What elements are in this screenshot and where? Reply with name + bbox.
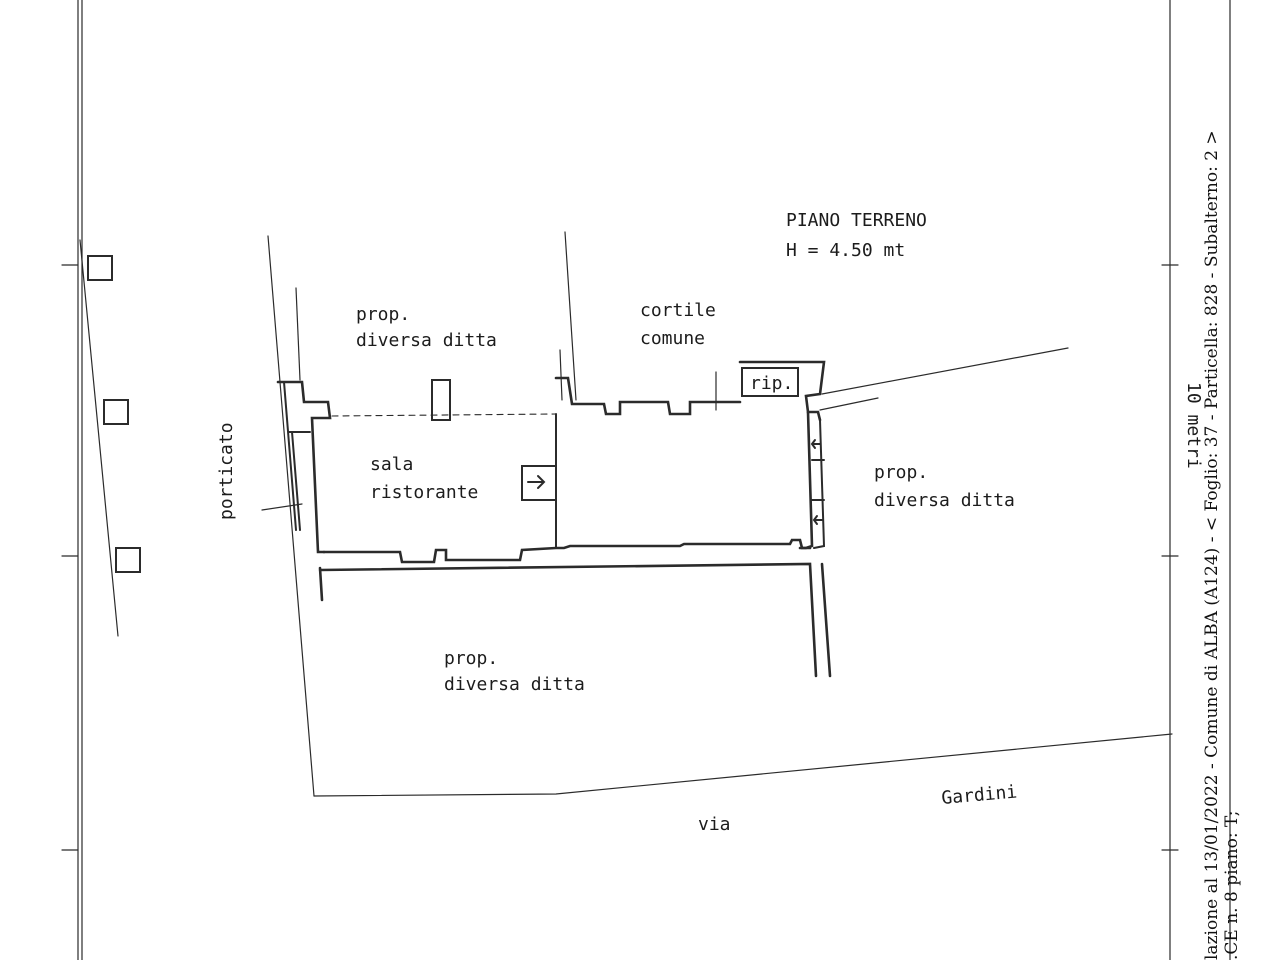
porticato-line — [79, 239, 119, 637]
sala-line1: sala — [370, 454, 413, 475]
wall-north-east — [554, 376, 742, 416]
wall-west — [276, 380, 332, 554]
street-via: via — [698, 814, 731, 835]
prop-s-line2: diversa ditta — [444, 674, 585, 695]
porticato-label: porticato — [216, 422, 237, 520]
prop-e-line1: prop. — [874, 462, 928, 483]
boundary-west-inner — [295, 287, 301, 381]
interior-column — [431, 379, 451, 421]
door-box — [521, 465, 557, 501]
porticato-pointer — [261, 503, 303, 511]
rip-room-inner — [741, 367, 799, 397]
boundary-north-mid-2 — [559, 349, 563, 401]
wall-north-dashed — [331, 413, 557, 417]
margin-note-line1: lazione al 13/01/2022 - Comune di ALBA (… — [1202, 130, 1222, 960]
boundary-south — [313, 733, 1173, 797]
prop-nw-line1: prop. — [356, 304, 410, 325]
pillar-1 — [87, 255, 113, 281]
arrow-left-icon-2 — [812, 515, 823, 525]
scale-label: 10 metri — [1183, 382, 1204, 469]
boundary-west-outer — [267, 235, 315, 797]
boundary-east-diag-2 — [819, 397, 879, 411]
prop-e-line2: diversa ditta — [874, 490, 1015, 511]
rip-label: rip. — [750, 373, 793, 394]
wall-east — [798, 410, 814, 550]
pillar-3 — [115, 547, 141, 573]
sala-line2: ristorante — [370, 482, 478, 503]
arrow-right-icon — [527, 475, 546, 489]
prop-nw-line2: diversa ditta — [356, 330, 497, 351]
margin-note-line2: .CE n. 8 piano: T; — [1222, 810, 1242, 960]
wall-south — [322, 538, 812, 564]
wall-east-outer — [811, 419, 826, 549]
prop-s-line1: prop. — [444, 648, 498, 669]
arrow-left-icon-1 — [810, 439, 821, 449]
cortile-line1: cortile — [640, 300, 716, 321]
cortile-line2: comune — [640, 328, 705, 349]
floor-height: H = 4.50 mt — [786, 240, 905, 261]
wall-south-outer — [318, 562, 832, 678]
boundary-north-mid — [564, 231, 577, 401]
wall-west-inner — [283, 381, 311, 531]
rip-room — [738, 360, 826, 422]
pillar-2 — [103, 399, 129, 425]
street-gardini: Gardini — [941, 781, 1018, 809]
boundary-east-diag-1 — [821, 347, 1069, 395]
floor-title: PIANO TERRENO — [786, 210, 927, 231]
